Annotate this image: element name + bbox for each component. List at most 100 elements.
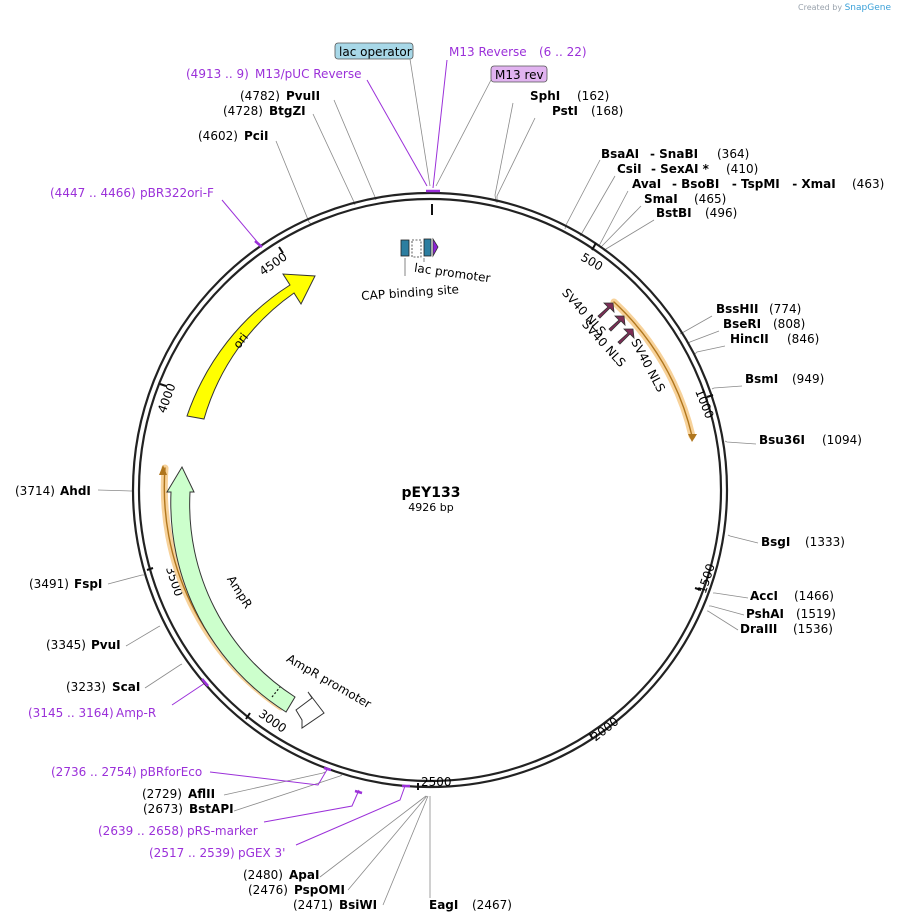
enzyme-sphi: SphI — [530, 89, 560, 103]
ampr-feature: AmpR — [166, 465, 296, 713]
enzyme-bsaai-pos: (364) — [717, 147, 749, 161]
enzyme-draiii-pos: (1536) — [793, 622, 833, 636]
enzyme-bsmi: BsmI — [745, 372, 778, 386]
enzyme-bsshii-pos: (774) — [769, 302, 801, 316]
ampr-promoter-label: AmpR promoter — [284, 651, 374, 711]
enzyme-ahdi-pos: (3714) — [15, 484, 55, 498]
primer-m13-reverse-range: (6 .. 22) — [539, 45, 587, 59]
enzyme-bsiwi-pos: (2471) — [293, 898, 333, 912]
lac-region-features: lac promoter CAP binding site — [361, 237, 491, 303]
enzyme-labels-bottom: EagI (2467) (2471) BsiWI (2476) PspOMI (… — [142, 787, 512, 912]
primer-pgex3-name: pGEX 3' — [238, 846, 285, 860]
plasmid-center-title: pEY133 4926 bp — [402, 485, 461, 514]
enzyme-eagi-pos: (2467) — [472, 898, 512, 912]
enzyme-bsu36i-pos: (1094) — [822, 433, 862, 447]
enzyme-pshai: PshAI — [746, 607, 784, 621]
enzyme-pvuii: PvuII — [286, 89, 320, 103]
enzyme-hincii: HincII — [730, 332, 769, 346]
enzyme-pvui-pos: (3345) — [46, 638, 86, 652]
enzyme-bsaai: BsaAI — [601, 147, 639, 161]
primer-m13-puc-reverse-range: (4913 .. 9) — [186, 67, 249, 81]
primer-prs-marker-range: (2639 .. 2658) — [98, 824, 184, 838]
primer-site-marks — [201, 189, 440, 795]
enzyme-labels-right: SphI (162) PstI (168) BsaAI - SnaBI (364… — [530, 89, 884, 636]
enzyme-csii-pos: (410) — [726, 162, 758, 176]
enzyme-bsiwi: BsiWI — [339, 898, 377, 912]
enzyme-smai-pos: (465) — [694, 192, 726, 206]
backbone-ring — [131, 191, 729, 789]
lac-operator-label: lac operator — [339, 45, 412, 59]
enzyme-scai-pos: (3233) — [66, 680, 106, 694]
primer-pbr322ori-f-range: (4447 .. 4466) — [50, 186, 136, 200]
primer-leader-lines — [171, 59, 448, 846]
enzyme-bsaai-iso: - SnaBI — [650, 147, 698, 161]
lac-promoter-block — [423, 238, 432, 257]
enzyme-bsshii: BssHII — [716, 302, 758, 316]
enzyme-csii-iso: - SexAI * — [651, 162, 710, 176]
enzyme-bstapi: BstAPI — [189, 802, 234, 816]
primer-pbrforeco-name: pBRforEco — [140, 765, 202, 779]
enzyme-fspi: FspI — [74, 577, 102, 591]
enzyme-bsmi-pos: (949) — [792, 372, 824, 386]
pbrforeco-site-mark — [323, 766, 332, 772]
enzyme-pvui: PvuI — [91, 638, 121, 652]
primer-pgex3-range: (2517 .. 2539) — [149, 846, 235, 860]
boxed-labels: lac operator M13 rev — [334, 42, 548, 187]
enzyme-avai-iso: - BsoBI - TspMI - XmaI — [672, 177, 836, 191]
m13-rev-label: M13 rev — [495, 68, 544, 82]
enzyme-eagi: EagI — [429, 898, 458, 912]
enzyme-draiii: DraIII — [740, 622, 777, 636]
primer-amp-r-range: (3145 .. 3164) — [28, 706, 114, 720]
enzyme-fspi-pos: (3491) — [29, 577, 69, 591]
enzyme-pspomi: PspOMI — [294, 883, 345, 897]
primer-pbrforeco-range: (2736 .. 2754) — [51, 765, 137, 779]
enzyme-btgzi-pos: (4728) — [223, 104, 263, 118]
enzyme-psti: PstI — [552, 104, 578, 118]
primer-prs-marker-name: pRS-marker — [187, 824, 258, 838]
enzyme-btgzi: BtgZI — [269, 104, 306, 118]
plasmid-name: pEY133 — [402, 485, 461, 501]
enzyme-pspomi-pos: (2476) — [248, 883, 288, 897]
primer-pbr322ori-f-name: pBR322ori-F — [140, 186, 214, 200]
cap-binding-site-label: CAP binding site — [361, 282, 460, 303]
m13-rev-arrow — [432, 237, 439, 258]
primer-m13-puc-reverse-name: M13/pUC Reverse — [255, 67, 362, 81]
enzyme-apai-pos: (2480) — [243, 868, 283, 882]
enzyme-aflii-pos: (2729) — [142, 787, 182, 801]
enzyme-bseri: BseRI — [723, 317, 761, 331]
enzyme-acci-pos: (1466) — [794, 589, 834, 603]
tick-label-2000: 2000 — [589, 714, 622, 744]
enzyme-pshai-pos: (1519) — [796, 607, 836, 621]
enzyme-ahdi: AhdI — [60, 484, 91, 498]
amp-r-site-mark — [201, 678, 209, 687]
ring-tick-marks — [146, 204, 714, 790]
prs-marker-site-mark — [354, 789, 363, 795]
enzyme-labels-left: (3233) ScaI (3345) PvuI (3491) FspI (371… — [15, 89, 320, 694]
enzyme-acci: AccI — [750, 589, 778, 603]
enzyme-avai-pos: (463) — [852, 177, 884, 191]
enzyme-bstbi-pos: (496) — [705, 206, 737, 220]
enzyme-pcii-pos: (4602) — [198, 129, 238, 143]
enzyme-bseri-pos: (808) — [773, 317, 805, 331]
enzyme-pcii: PciI — [244, 129, 269, 143]
ampr-promoter-feature: AmpR promoter — [284, 651, 374, 729]
enzyme-aflii: AflII — [188, 787, 215, 801]
primer-amp-r-name: Amp-R — [116, 706, 156, 720]
enzyme-scai: ScaI — [112, 680, 140, 694]
enzyme-avai: AvaI — [632, 177, 661, 191]
snapgene-branding: Created by SnapGene — [798, 3, 891, 13]
enzyme-apai: ApaI — [289, 868, 319, 882]
lac-promoter-label: lac promoter — [413, 261, 491, 286]
enzyme-bsgi: BsgI — [761, 535, 790, 549]
enzyme-csii: CsiI — [617, 162, 642, 176]
enzyme-hincii-pos: (846) — [787, 332, 819, 346]
enzyme-bstbi: BstBI — [656, 206, 692, 220]
ampr-label: AmpR — [224, 573, 255, 611]
enzyme-bsu36i: Bsu36I — [759, 433, 805, 447]
tick-label-1000: 1000 — [692, 387, 716, 421]
pbr322ori-site-mark — [254, 240, 263, 248]
enzyme-psti-pos: (168) — [591, 104, 623, 118]
plasmid-length: 4926 bp — [408, 501, 453, 514]
enzyme-sphi-pos: (162) — [577, 89, 609, 103]
